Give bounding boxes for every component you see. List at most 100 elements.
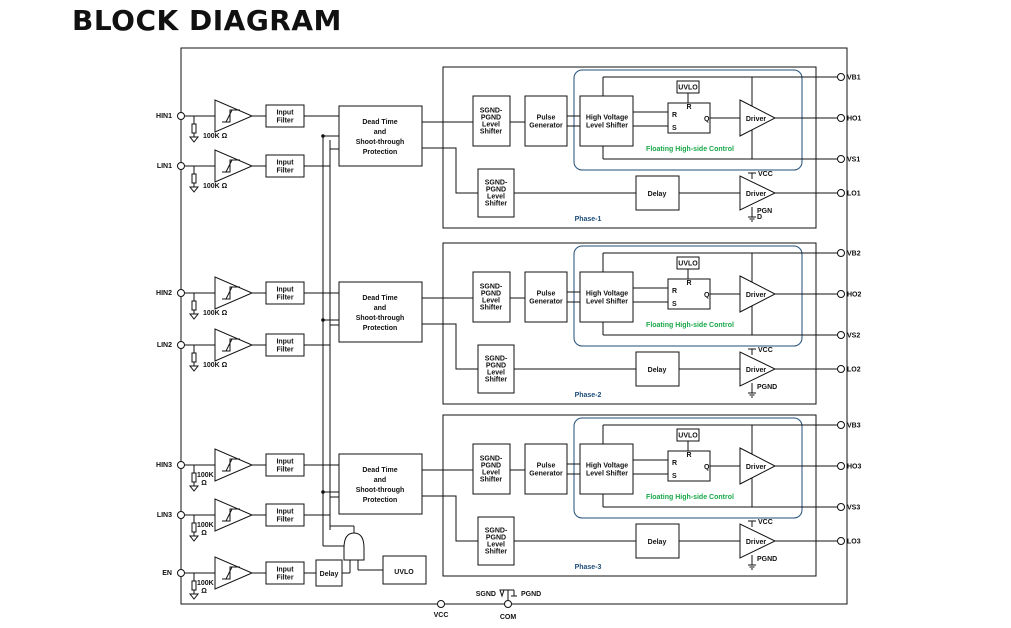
dead-time-label: and [374, 477, 386, 484]
resistor-icon [191, 300, 197, 311]
level-shifter-label: PGND [486, 534, 506, 541]
ground-arrow-icon [188, 535, 200, 542]
delay-label: Delay [648, 539, 667, 546]
output-pin-label: LO1 [847, 191, 861, 198]
dead-time-label: and [374, 129, 386, 136]
level-shifter-label: PGND [481, 290, 501, 297]
output-pin-vs2 [837, 331, 845, 339]
resistor-value: 100K Ω [203, 362, 228, 369]
pulse-generator-label: Generator [529, 470, 563, 477]
bottom-vcc-label: VCC [434, 612, 449, 619]
uvlo-high-label: UVLO [678, 85, 698, 92]
output-pin-label: VB2 [847, 251, 861, 258]
floating-label: Floating High-side Control [646, 322, 734, 329]
input-pin-lin2 [177, 341, 185, 349]
input-pin-label: LIN1 [157, 163, 172, 170]
level-shifter-label: SGND- [485, 355, 508, 362]
hv-level-shifter-box [579, 443, 634, 495]
ground-arrow-icon [188, 485, 200, 492]
bottom-pgnd-label: PGND [521, 591, 541, 598]
output-pin-label: LO2 [847, 367, 861, 374]
rs-latch-box [667, 278, 711, 310]
floating-high-side-region [573, 69, 803, 171]
floating-high-side-region [573, 417, 803, 519]
com-pin [504, 600, 512, 608]
sgnd-ground-icon [499, 589, 505, 598]
input-filter-label: Filter [276, 117, 293, 124]
input-filter-label: Input [276, 508, 294, 515]
dead-time-label: Shoot-through [356, 315, 405, 322]
sgnd-pgnd-shifter-low [477, 516, 515, 566]
resistor-value: 100K Ω [203, 310, 228, 317]
latch-q-label: Q [704, 292, 710, 299]
ground-arrow-icon [188, 136, 200, 143]
ohm-symbol: Ω [201, 530, 207, 537]
output-pin-label: VB1 [847, 75, 861, 82]
level-shifter-label: Shifter [485, 376, 507, 383]
output-pin-label: VS1 [847, 157, 860, 164]
output-pin-label: VB3 [847, 423, 861, 430]
driver-label: Driver [746, 116, 767, 123]
hysteresis-icon [225, 338, 240, 352]
phase-label: Phase-1 [575, 216, 602, 223]
junction-dot [321, 490, 325, 494]
resistor-value: 100K [197, 522, 214, 529]
level-shifter-label: SGND- [485, 527, 508, 534]
wire [422, 323, 478, 370]
output-pin-label: HO3 [847, 464, 862, 471]
level-shifter-label: PGND [486, 362, 506, 369]
dead-time-label: Shoot-through [356, 487, 405, 494]
schmitt-trigger-buffer [214, 556, 254, 590]
hv-level-shifter-label: Level Shifter [586, 470, 628, 477]
level-shifter-label: Level [487, 193, 505, 200]
hysteresis-icon [225, 159, 240, 173]
latch-r-label: R [672, 288, 677, 295]
dead-time-label: Protection [363, 325, 398, 332]
low-side-driver [739, 175, 777, 211]
output-pin-label: LO3 [847, 539, 861, 546]
input-filter-label: Input [276, 458, 294, 465]
sgnd-pgnd-shifter-low [477, 344, 515, 394]
ohm-symbol: Ω [201, 480, 207, 487]
bottom-sgnd-label: SGND [476, 591, 496, 598]
logic-gate [343, 532, 365, 561]
resistor-value: 100K Ω [203, 133, 228, 140]
input-pin-label: HIN1 [156, 113, 172, 120]
output-pin-label: VS3 [847, 505, 860, 512]
input-pin-lin1 [177, 162, 185, 170]
latch-r-label: R [672, 460, 677, 467]
hv-level-shifter-label: High Voltage [586, 290, 628, 297]
input-filter-label: Filter [276, 167, 293, 174]
input-filter-label: Filter [276, 346, 293, 353]
pgnd-label: PGND [757, 556, 777, 563]
bottom-com-label: COM [500, 614, 517, 621]
output-pin-label: HO2 [847, 292, 862, 299]
input-pin-hin2 [177, 289, 185, 297]
uvlo-main-label: UVLO [394, 569, 414, 576]
hv-level-shifter-box [579, 271, 634, 323]
level-shifter-label: Shifter [485, 548, 507, 555]
hv-level-shifter-label: Level Shifter [586, 298, 628, 305]
phase-label: Phase-3 [575, 564, 602, 571]
sgnd-pgnd-shifter-low [477, 168, 515, 218]
resistor-icon [191, 522, 197, 533]
input-pin-label: EN [162, 570, 172, 577]
dead-time-label: Shoot-through [356, 139, 405, 146]
driver-label: Driver [746, 191, 767, 198]
level-shifter-label: PGND [481, 114, 501, 121]
input-filter-label: Filter [276, 294, 293, 301]
input-filter-label: Input [276, 109, 294, 116]
pulse-generator-label: Pulse [537, 114, 556, 121]
pulse-generator-box [524, 95, 568, 147]
schmitt-trigger-buffer [214, 498, 254, 532]
delay-box [635, 175, 680, 211]
high-side-driver [739, 447, 777, 485]
latch-s-label: S [672, 473, 677, 480]
dead-time-box [338, 105, 423, 167]
schmitt-trigger-buffer [214, 99, 254, 133]
hv-level-shifter-label: High Voltage [586, 462, 628, 469]
resistor-icon [191, 173, 197, 184]
latch-r-top-label: R [686, 452, 691, 459]
pulse-generator-label: Generator [529, 122, 563, 129]
